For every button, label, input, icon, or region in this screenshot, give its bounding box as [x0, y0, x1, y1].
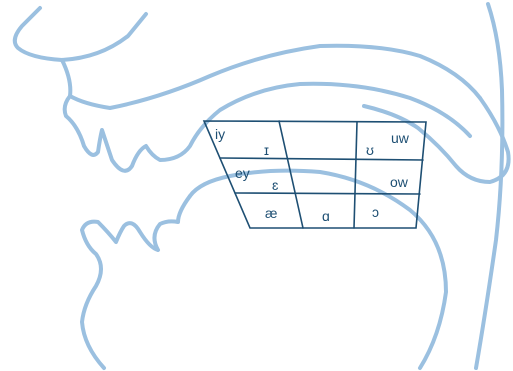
vowel-label-eh: ɛ [272, 177, 279, 193]
vowel-label-iy: iy [215, 126, 225, 142]
vowel-label-ae: æ [265, 205, 277, 221]
pharynx-outline [476, 4, 502, 368]
vowel-label-ao: ɔ [372, 204, 379, 220]
vowel-label-ey: ey [235, 165, 250, 181]
vowel-label-uh: ʊ [366, 142, 374, 158]
tongue-outline [190, 171, 446, 368]
grid-line-mid-low [235, 193, 420, 194]
grid-line-high-mid [220, 158, 423, 160]
vowel-label-ow: ow [390, 174, 409, 190]
vowel-labels: iy ɪ ey ɛ æ ɑ uw ʊ ow ɔ [215, 126, 410, 224]
vocal-tract-outline [15, 4, 509, 368]
upper-lip-outline [15, 8, 146, 60]
grid-line-central-back [354, 122, 357, 228]
upper-palate-outline [62, 46, 480, 108]
vowel-label-aa: ɑ [322, 208, 330, 224]
vowel-label-uw: uw [391, 130, 410, 146]
lower-lip-outline [82, 196, 190, 368]
vowel-label-ih: ɪ [264, 142, 269, 158]
grid-line-front-central [279, 121, 303, 228]
